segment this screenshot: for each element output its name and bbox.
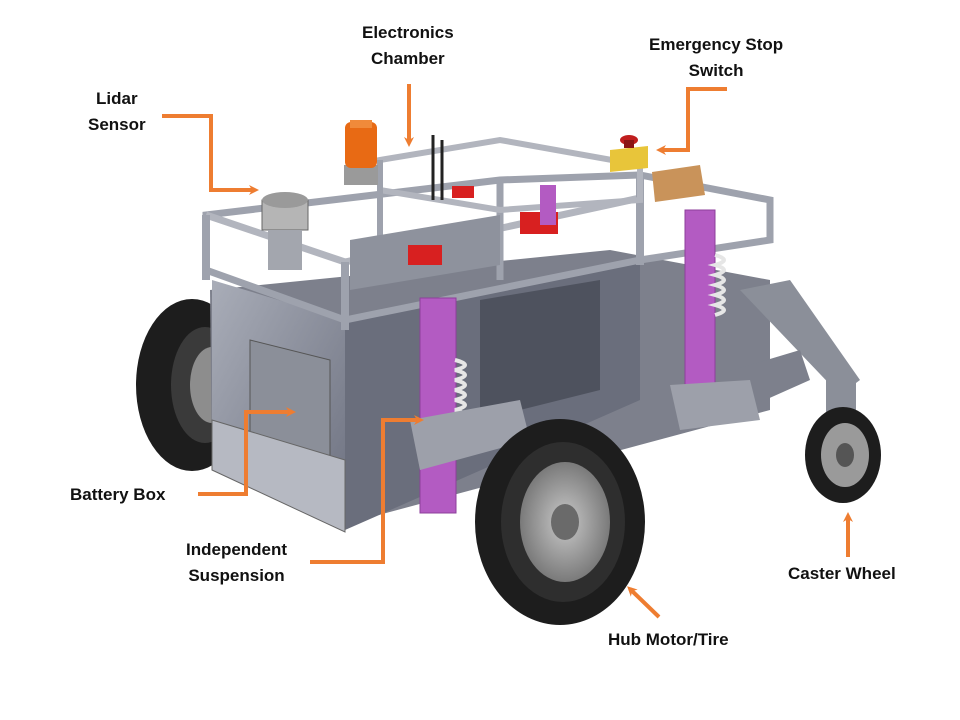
emergency-stop-device — [610, 135, 705, 202]
hub-motor-tire — [475, 419, 645, 625]
lidar-arrow — [162, 114, 259, 195]
hub-motor-tire-label: Hub Motor/Tire — [608, 627, 729, 653]
emergency-stop-label: Emergency Stop Switch — [649, 32, 783, 84]
lidar-sensor-label: Lidar Sensor — [88, 86, 146, 138]
hub-arrow — [627, 586, 661, 619]
battery-box-label: Battery Box — [70, 482, 165, 508]
suspension-posts — [410, 185, 760, 514]
hub-label-line-1: Hub Motor/Tire — [608, 630, 729, 649]
callout-arrows — [162, 84, 853, 619]
caster-wheel-label: Caster Wheel — [788, 561, 896, 587]
estop-arrow — [656, 87, 727, 155]
antennas — [431, 135, 444, 200]
electronics-label-line-2: Chamber — [370, 49, 445, 68]
suspension-label-line-1: Independent — [186, 540, 288, 559]
battery-arrow — [198, 407, 296, 496]
independent-suspension-label: Independent Suspension — [186, 537, 287, 589]
chassis-frame — [202, 136, 860, 533]
electronics-label-line-1: Electronics — [362, 23, 454, 42]
battery-label-line-1: Battery Box — [70, 485, 166, 504]
lidar-label-line-1: Lidar — [96, 89, 138, 108]
electronics-chamber-label: Electronics Chamber — [362, 20, 454, 72]
beacon-light — [344, 120, 378, 185]
estop-label-line-2: Switch — [688, 61, 744, 80]
estop-label-line-1: Emergency Stop — [649, 35, 784, 54]
suspension-label-line-2: Suspension — [188, 566, 285, 585]
caster-label-line-1: Caster Wheel — [788, 564, 896, 583]
lidar-label-line-2: Sensor — [88, 115, 146, 134]
suspension-arrow — [310, 415, 424, 564]
lidar-device — [261, 192, 309, 270]
caster-wheel — [805, 375, 881, 503]
